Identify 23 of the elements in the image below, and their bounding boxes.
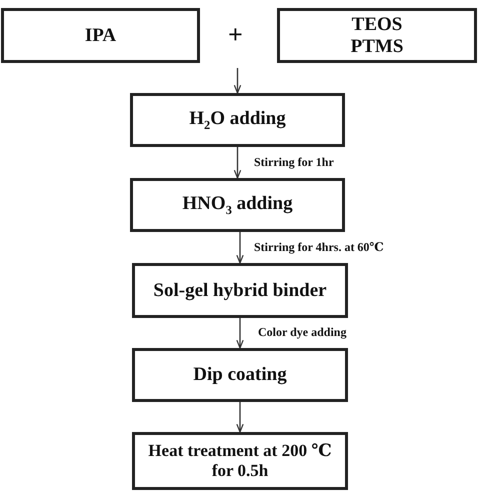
arrow	[236, 232, 244, 264]
edge-label: Stirring for 1hr	[254, 155, 334, 170]
process-box	[132, 432, 348, 490]
process-box	[132, 348, 348, 402]
process-box	[132, 263, 348, 318]
step-text: Dip coating	[193, 364, 287, 386]
arrow	[234, 68, 242, 94]
step-text: IPA	[84, 24, 116, 46]
step-text: HNO$_{3}$ adding	[182, 193, 293, 217]
process-box	[130, 178, 345, 232]
process-box	[130, 93, 345, 147]
step-text: Sol-gel hybrid binder	[153, 280, 327, 302]
step-text: H$_{2}$O adding	[189, 108, 286, 132]
edge-label: Color dye adding	[258, 325, 346, 340]
step-text: Heat treatment at 200 ℃ for 0.5h	[147, 441, 333, 481]
arrow	[236, 402, 244, 433]
process-box	[277, 8, 477, 63]
plus-sign: +	[228, 20, 243, 50]
arrow	[236, 318, 244, 349]
edge-label: Stirring for 4hrs. at 60℃	[254, 240, 384, 255]
process-box	[1, 8, 200, 63]
step-text: TEOS PTMS	[350, 14, 404, 58]
arrow	[234, 147, 242, 179]
